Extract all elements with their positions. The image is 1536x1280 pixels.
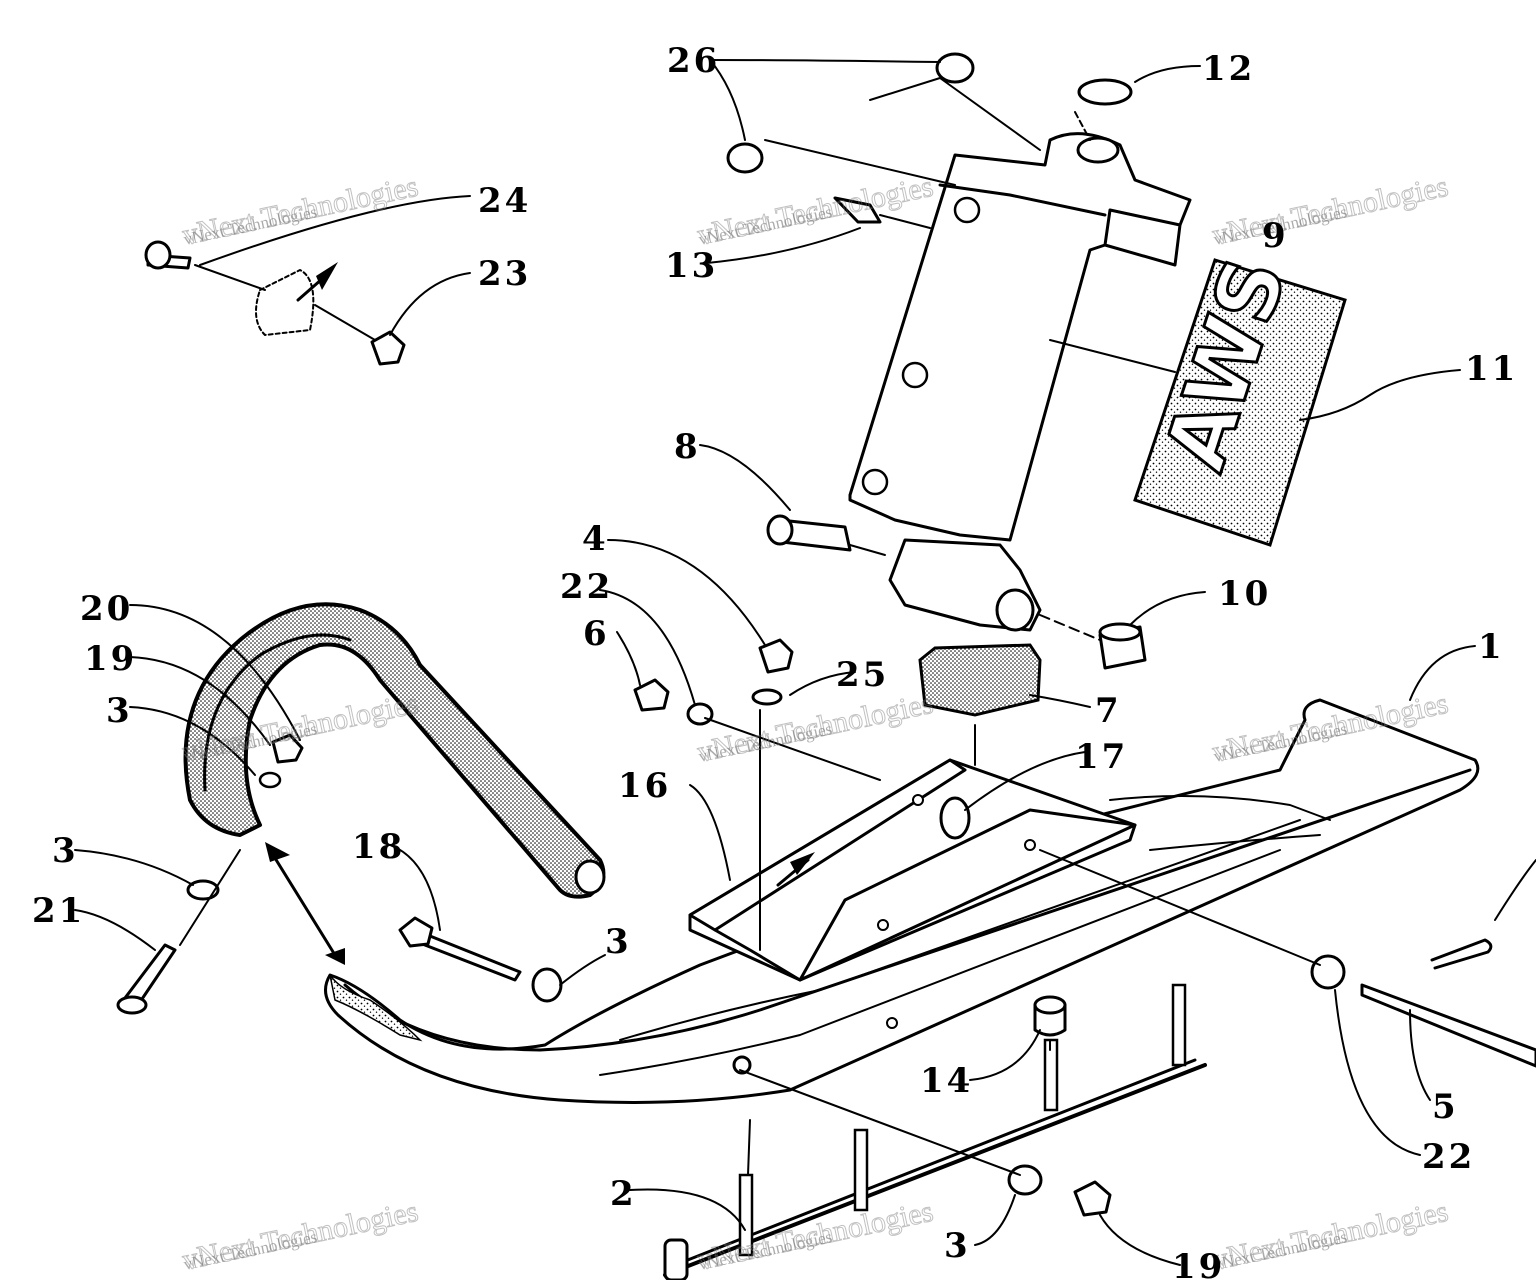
indicator-arrows xyxy=(265,262,815,965)
callout-11: 11 xyxy=(1465,349,1518,389)
callout-17: 17 xyxy=(1075,737,1128,777)
aws-decal: AWS xyxy=(1133,245,1347,547)
callout-5: 5 xyxy=(1432,1087,1459,1127)
hardware xyxy=(116,52,1536,1217)
callout-22: 22 xyxy=(1422,1137,1475,1177)
callout-2: 2 xyxy=(610,1174,637,1214)
callout-19: 19 xyxy=(1172,1247,1225,1280)
callout-4: 4 xyxy=(582,519,609,559)
ski-handle xyxy=(183,602,606,899)
callout-20: 20 xyxy=(80,589,133,629)
callout-13: 13 xyxy=(665,246,718,286)
callout-25: 25 xyxy=(836,655,889,695)
callout-24: 24 xyxy=(478,181,531,221)
callout-21: 21 xyxy=(32,891,85,931)
callout-26: 26 xyxy=(667,41,720,81)
callout-9: 9 xyxy=(1262,216,1289,256)
callout-16: 16 xyxy=(618,766,671,806)
callout-3: 3 xyxy=(605,922,632,962)
callout-14: 14 xyxy=(920,1061,973,1101)
callout-22: 22 xyxy=(560,567,613,607)
saddle-bracket xyxy=(688,758,1137,1075)
callout-19: 19 xyxy=(84,639,137,679)
callout-1: 1 xyxy=(1478,627,1505,667)
wear-bar xyxy=(663,983,1207,1280)
callout-3: 3 xyxy=(52,831,79,871)
callout-10: 10 xyxy=(1218,574,1271,614)
callout-3: 3 xyxy=(106,691,133,731)
callout-labels: 26 12 24 23 13 9 11 8 4 22 6 10 25 1 20 … xyxy=(32,41,1518,1280)
callout-23: 23 xyxy=(478,254,531,294)
callout-8: 8 xyxy=(674,427,701,467)
callout-12: 12 xyxy=(1202,49,1255,89)
callout-3: 3 xyxy=(944,1226,971,1266)
spindle-housing xyxy=(848,132,1192,632)
callout-6: 6 xyxy=(583,614,610,654)
center-lines xyxy=(179,77,1321,1176)
callout-7: 7 xyxy=(1095,691,1122,731)
callout-18: 18 xyxy=(352,827,405,867)
leader-lines xyxy=(74,59,1536,1266)
